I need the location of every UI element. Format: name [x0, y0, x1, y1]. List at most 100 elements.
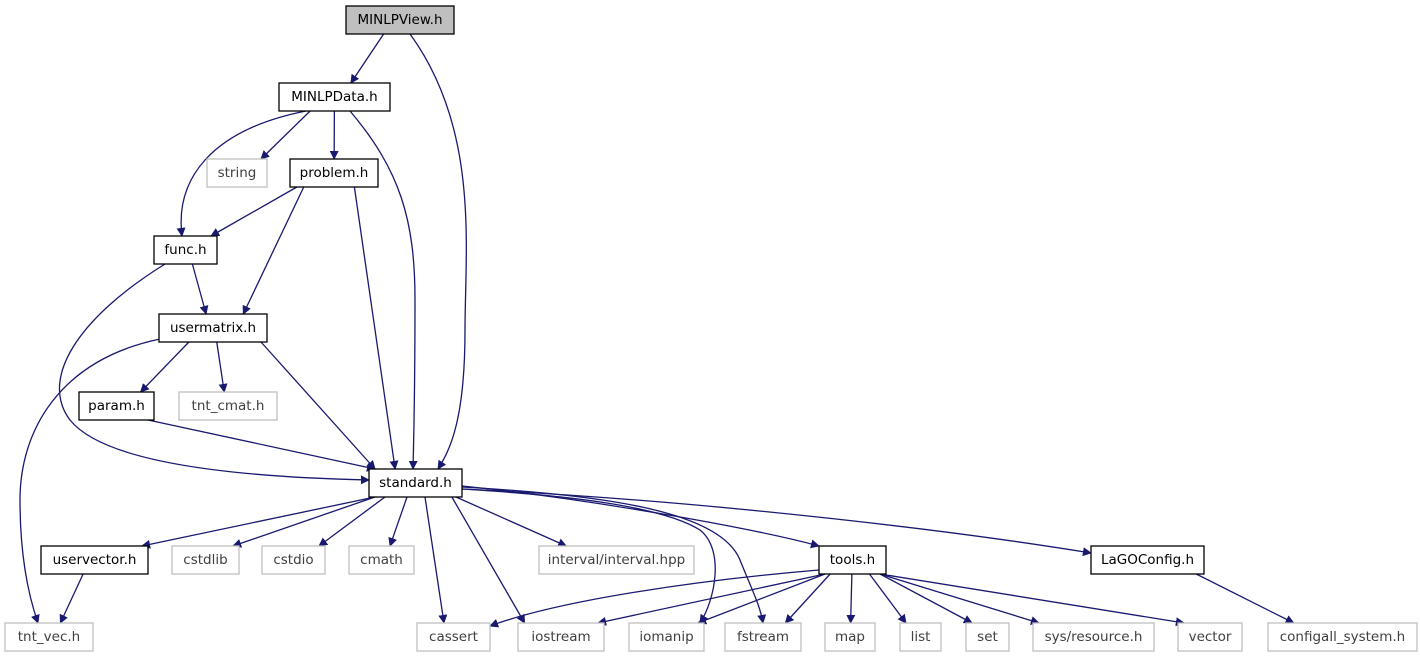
node-label-minlpview: MINLPView.h — [357, 12, 442, 28]
edge-standard-to-interval — [455, 496, 568, 547]
node-minlpdata[interactable]: MINLPData.h — [278, 82, 391, 112]
edges-layer — [19, 33, 1295, 628]
node-label-usermatrix: usermatrix.h — [170, 320, 256, 336]
node-box-vector — [1177, 622, 1243, 652]
edge-tools-to-iostream — [597, 573, 826, 626]
node-configall: configall_system.h — [1267, 622, 1418, 652]
edge-minlpview-to-minlpdata — [350, 33, 385, 84]
node-box-cmath — [348, 545, 415, 575]
node-interval: interval/interval.hpp — [538, 545, 695, 575]
node-label-cmath: cmath — [360, 552, 403, 568]
node-cstdlib: cstdlib — [171, 545, 240, 575]
node-tools[interactable]: tools.h — [818, 545, 887, 575]
node-label-tnt_cmat: tnt_cmat.h — [192, 398, 265, 414]
node-box-configall — [1267, 622, 1418, 652]
node-fstream: fstream — [724, 622, 802, 652]
node-box-map — [824, 622, 876, 652]
edge-usermatrix-to-param — [140, 341, 190, 393]
node-func[interactable]: func.h — [153, 235, 218, 265]
node-label-configall: configall_system.h — [1280, 629, 1406, 645]
edge-minlpview-to-standard — [409, 33, 467, 470]
node-label-fstream: fstream — [737, 629, 789, 645]
node-box-interval — [538, 545, 695, 575]
edge-usermatrix-to-tnt_cmat — [216, 341, 228, 393]
node-label-param: param.h — [88, 398, 145, 414]
edge-standard-to-cstdio — [318, 496, 386, 547]
node-box-uservector[interactable] — [40, 545, 149, 575]
edge-minlpdata-to-string — [260, 110, 311, 160]
node-cmath: cmath — [348, 545, 415, 575]
node-label-tools: tools.h — [830, 552, 875, 568]
node-box-usermatrix[interactable] — [158, 313, 268, 343]
node-cassert: cassert — [416, 622, 491, 652]
node-label-sysresource: sys/resource.h — [1045, 629, 1143, 645]
edge-func-to-standard — [58, 263, 370, 485]
edge-tools-to-set — [879, 573, 973, 624]
node-box-lagoconfig[interactable] — [1090, 545, 1205, 575]
edge-problem-to-func — [210, 186, 298, 237]
node-box-iomanip — [628, 622, 705, 652]
node-label-iomanip: iomanip — [639, 629, 693, 645]
node-label-lagoconfig: LaGOConfig.h — [1101, 552, 1194, 568]
node-box-problem[interactable] — [289, 158, 379, 188]
node-standard[interactable]: standard.h — [368, 468, 463, 498]
edge-standard-to-cstdlib — [232, 496, 376, 548]
node-set: set — [965, 622, 1010, 652]
node-iomanip: iomanip — [628, 622, 705, 652]
node-label-problem: problem.h — [300, 165, 369, 181]
edge-tools-to-list — [868, 573, 907, 624]
node-box-param[interactable] — [78, 391, 155, 421]
node-label-minlpdata: MINLPData.h — [291, 89, 377, 105]
edge-tools-to-map — [846, 573, 856, 624]
node-box-fstream — [724, 622, 802, 652]
node-label-cstdlib: cstdlib — [183, 552, 227, 568]
node-label-cstdio: cstdio — [273, 552, 313, 568]
node-tnt_cmat: tnt_cmat.h — [178, 391, 278, 421]
node-box-func[interactable] — [153, 235, 218, 265]
edge-tools-to-fstream — [784, 573, 831, 624]
node-lagoconfig[interactable]: LaGOConfig.h — [1090, 545, 1205, 575]
node-label-list: list — [911, 629, 931, 645]
node-box-sysresource — [1032, 622, 1155, 652]
edge-uservector-to-tnt_vec — [59, 573, 84, 624]
edge-tools-to-vector — [879, 573, 1185, 627]
node-label-iostream: iostream — [531, 629, 590, 645]
node-box-tools[interactable] — [818, 545, 887, 575]
node-box-cstdlib — [171, 545, 240, 575]
node-tnt_vec: tnt_vec.h — [4, 622, 94, 652]
node-minlpview: MINLPView.h — [345, 5, 455, 35]
edge-tools-to-sysresource — [879, 573, 1040, 625]
edge-lagoconfig-to-configall — [1195, 573, 1295, 624]
node-label-interval: interval/interval.hpp — [548, 552, 685, 568]
node-problem[interactable]: problem.h — [289, 158, 379, 188]
node-iostream: iostream — [517, 622, 605, 652]
node-label-cassert: cassert — [429, 629, 478, 645]
node-sysresource: sys/resource.h — [1032, 622, 1155, 652]
node-uservector[interactable]: uservector.h — [40, 545, 149, 575]
node-vector: vector — [1177, 622, 1243, 652]
node-list: list — [899, 622, 942, 652]
node-box-tnt_cmat — [178, 391, 278, 421]
node-box-minlpview — [345, 5, 455, 35]
node-box-iostream — [517, 622, 605, 652]
edge-tools-to-cassert — [489, 569, 820, 628]
node-box-string — [206, 158, 268, 188]
edge-problem-to-usermatrix — [242, 186, 305, 315]
edge-problem-to-standard — [353, 186, 399, 470]
node-box-list — [899, 622, 942, 652]
edge-tools-to-iomanip — [697, 573, 826, 625]
node-label-func: func.h — [164, 242, 206, 258]
edge-standard-to-lagoconfig — [461, 488, 1092, 557]
edge-func-to-usermatrix — [191, 263, 209, 315]
node-param[interactable]: param.h — [78, 391, 155, 421]
node-label-uservector: uservector.h — [53, 552, 137, 568]
node-box-minlpdata[interactable] — [278, 82, 391, 112]
node-box-standard[interactable] — [368, 468, 463, 498]
node-label-string: string — [218, 165, 257, 181]
node-label-set: set — [977, 629, 998, 645]
node-usermatrix[interactable]: usermatrix.h — [158, 313, 268, 343]
edge-minlpdata-to-func — [176, 110, 307, 237]
node-label-map: map — [835, 629, 865, 645]
